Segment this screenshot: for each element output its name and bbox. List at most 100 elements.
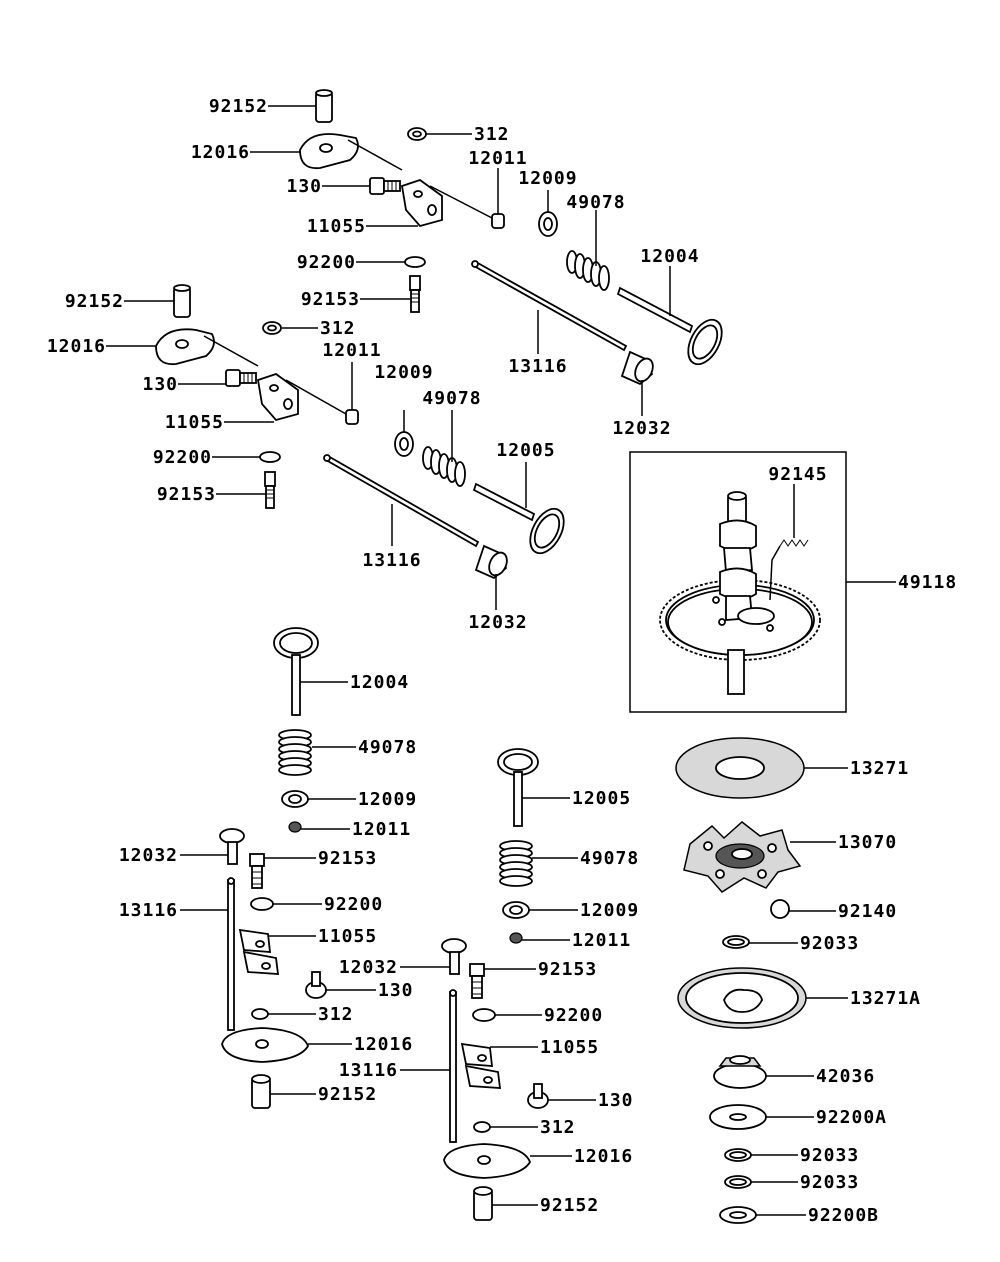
label-130: 130: [598, 1090, 634, 1111]
exhaust-valve[interactable]: [497, 748, 539, 827]
pivot-bolt[interactable]: [369, 177, 401, 195]
adjusting-bolt[interactable]: [409, 275, 421, 313]
valve-cap[interactable]: [345, 409, 359, 425]
washer[interactable]: [259, 451, 281, 463]
label-12004: 12004: [640, 246, 699, 267]
label-49078: 49078: [580, 848, 639, 869]
cam-plate[interactable]: [675, 737, 805, 799]
washer[interactable]: [404, 256, 426, 268]
label-49118: 49118: [898, 572, 957, 593]
nut[interactable]: [473, 1121, 491, 1133]
label-12016: 12016: [47, 336, 106, 357]
governor-plate[interactable]: [677, 967, 807, 1029]
nut[interactable]: [251, 1008, 269, 1020]
rocker-arm-bushing[interactable]: [173, 284, 191, 318]
label-92200B: 92200B: [808, 1205, 879, 1226]
part-labels: 92152 12016 312 12011 12009 49078 130 11…: [47, 96, 957, 1226]
washer[interactable]: [250, 897, 274, 911]
label-12005: 12005: [496, 440, 555, 461]
label-130: 130: [286, 176, 322, 197]
label-92200: 92200: [153, 447, 212, 468]
label-130: 130: [142, 374, 178, 395]
circlip[interactable]: [724, 1148, 752, 1162]
ball[interactable]: [770, 899, 790, 919]
tappet[interactable]: [474, 544, 510, 580]
valve-spring-retainer[interactable]: [394, 431, 414, 457]
rocker-bracket[interactable]: [238, 928, 280, 975]
rocker-arm[interactable]: [221, 1027, 309, 1063]
rocker-bracket[interactable]: [256, 372, 299, 422]
tappet[interactable]: [219, 828, 245, 865]
rocker-arm-bushing[interactable]: [315, 89, 333, 123]
valve-spring[interactable]: [422, 446, 466, 487]
gear-spring[interactable]: [769, 539, 809, 601]
adjusting-bolt[interactable]: [469, 963, 485, 999]
adjusting-bolt[interactable]: [249, 853, 265, 889]
weight-plate[interactable]: [683, 821, 802, 893]
label-13070: 13070: [838, 832, 897, 853]
label-11055: 11055: [307, 216, 366, 237]
push-rod[interactable]: [471, 260, 628, 352]
valve-cap[interactable]: [491, 213, 505, 229]
pivot-bolt[interactable]: [305, 971, 327, 999]
governor-stack: [675, 737, 807, 1224]
label-312: 312: [320, 318, 356, 339]
valve-spring[interactable]: [278, 729, 312, 776]
label-42036: 42036: [816, 1066, 875, 1087]
push-rod[interactable]: [227, 877, 235, 1031]
intake-valve[interactable]: [273, 627, 319, 716]
label-92200: 92200: [544, 1005, 603, 1026]
label-312: 312: [540, 1117, 576, 1138]
valve-spring-retainer[interactable]: [281, 790, 309, 808]
washer[interactable]: [472, 1008, 496, 1022]
label-12011: 12011: [572, 930, 631, 951]
rocker-bracket[interactable]: [460, 1042, 502, 1089]
label-92153: 92153: [318, 848, 377, 869]
camshaft-assembly[interactable]: [659, 491, 821, 695]
adjusting-bolt[interactable]: [264, 471, 276, 509]
label-312: 312: [318, 1004, 354, 1025]
label-92200: 92200: [297, 252, 356, 273]
leader-lines: [106, 105, 896, 1216]
label-92033: 92033: [800, 933, 859, 954]
valve-spring-retainer[interactable]: [538, 211, 558, 237]
nut[interactable]: [262, 321, 282, 335]
governor-collar[interactable]: [713, 1055, 767, 1089]
valve-stack-left: [273, 627, 319, 833]
label-92200A: 92200A: [816, 1107, 887, 1128]
camshaft-box: [629, 451, 847, 713]
exhaust-valve[interactable]: [472, 482, 571, 559]
label-92200: 92200: [324, 894, 383, 915]
label-92153: 92153: [157, 484, 216, 505]
label-11055: 11055: [165, 412, 224, 433]
label-92152: 92152: [209, 96, 268, 117]
valve-spring[interactable]: [566, 250, 610, 291]
pivot-bolt[interactable]: [527, 1083, 549, 1109]
label-92152: 92152: [318, 1084, 377, 1105]
rocker-arm[interactable]: [443, 1143, 531, 1179]
circlip[interactable]: [724, 1175, 752, 1189]
label-13271A: 13271A: [850, 988, 921, 1009]
label-92033: 92033: [800, 1172, 859, 1193]
label-12032: 12032: [339, 957, 398, 978]
intake-valve[interactable]: [616, 286, 729, 370]
nut[interactable]: [407, 127, 427, 141]
valve-spring[interactable]: [499, 840, 533, 887]
rocker-arm-bushing[interactable]: [473, 1186, 493, 1221]
valve-spring-retainer[interactable]: [502, 901, 530, 919]
valve-cap[interactable]: [288, 821, 302, 833]
rocker-arm-bushing[interactable]: [251, 1074, 271, 1109]
washer-b[interactable]: [719, 1206, 757, 1224]
tappet[interactable]: [620, 350, 656, 386]
push-rod[interactable]: [449, 989, 457, 1143]
push-rod[interactable]: [323, 454, 480, 548]
label-92033: 92033: [800, 1145, 859, 1166]
label-13271: 13271: [850, 758, 909, 779]
valve-cap[interactable]: [509, 932, 523, 944]
circlip[interactable]: [722, 935, 750, 949]
washer-a[interactable]: [709, 1104, 767, 1130]
rocker-assembly-lower: [155, 284, 571, 580]
pivot-bolt[interactable]: [225, 369, 257, 387]
rocker-bracket[interactable]: [400, 178, 443, 228]
tappet[interactable]: [441, 938, 467, 975]
